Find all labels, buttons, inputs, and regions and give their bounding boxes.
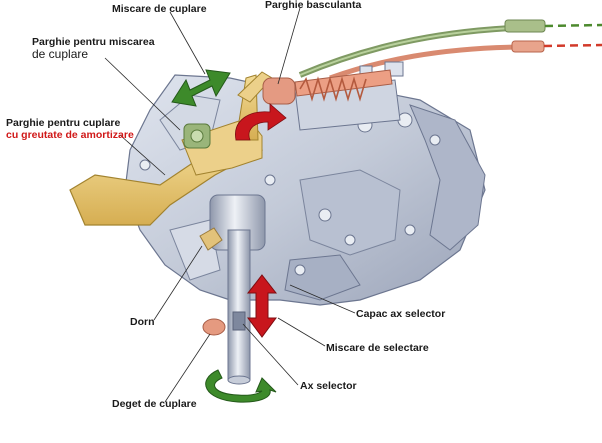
green-cable-end bbox=[504, 19, 546, 33]
label-capac-ax-selector: Capac ax selector bbox=[356, 308, 446, 320]
label-miscare-cuplare: Miscare de cuplare bbox=[112, 3, 207, 15]
label-deget-cuplare: Deget de cuplare bbox=[112, 398, 197, 410]
green-cable-dashed bbox=[544, 23, 602, 28]
label-parghie-cuplare-line2: cu greutate de amortizare bbox=[6, 129, 134, 141]
label-parghie-basculanta: Parghie basculanta bbox=[265, 0, 362, 11]
double-arrow-diagonal-icon bbox=[171, 69, 231, 107]
double-arrow-vertical-icon bbox=[246, 274, 278, 338]
parghie-basculanta bbox=[262, 69, 393, 105]
cables bbox=[298, 19, 602, 81]
label-dorn: Dorn bbox=[130, 316, 155, 328]
label-ax-selector: Ax selector bbox=[300, 380, 357, 392]
selector-shaft bbox=[209, 194, 266, 385]
leader-lines bbox=[104, 7, 356, 403]
curved-arrow-icon bbox=[235, 103, 287, 141]
label-miscare-selectare: Miscare de selectare bbox=[326, 342, 429, 354]
red-cable-end bbox=[511, 40, 545, 53]
label-parghie-miscarea-line1: Parghie pentru miscarea bbox=[32, 36, 155, 48]
label-parghie-miscarea-line2: de cuplare bbox=[32, 47, 89, 61]
red-cable-dashed bbox=[543, 43, 602, 48]
red-cable bbox=[329, 44, 521, 81]
rotate-arrow-icon bbox=[205, 369, 277, 403]
deget-cuplare-knob bbox=[202, 318, 226, 336]
dorn-pin bbox=[199, 227, 223, 251]
label-parghie-cuplare-line1: Parghie pentru cuplare bbox=[6, 117, 121, 129]
green-cable bbox=[298, 24, 536, 78]
green-bushing bbox=[183, 123, 211, 149]
